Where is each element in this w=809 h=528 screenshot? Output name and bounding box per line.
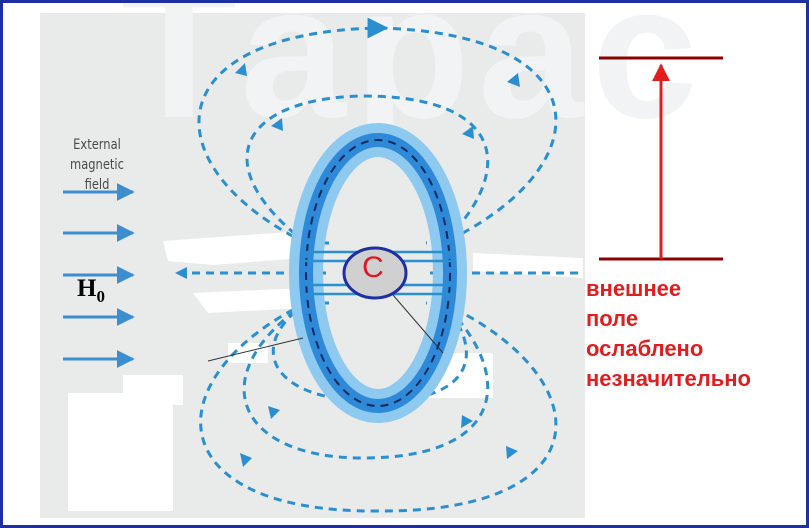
external-field-label-line3: field <box>84 177 110 193</box>
arrowhead-icon <box>507 73 520 87</box>
arrowhead-icon <box>461 415 473 428</box>
russian-note-line2: поле <box>586 306 639 331</box>
russian-note-line1: внешнее <box>586 276 682 301</box>
arrowhead-icon <box>235 63 247 76</box>
h0-subscript: 0 <box>96 287 105 306</box>
arrowhead-icon <box>175 267 187 279</box>
external-field-label-line2: magnetic <box>70 157 124 173</box>
arrowhead-icon <box>240 453 252 467</box>
external-field-label-line1: External <box>73 137 121 153</box>
h0-main: H <box>77 275 97 302</box>
russian-note-line4: незначительно <box>586 366 751 391</box>
field-diagram <box>63 17 723 513</box>
leader-lines <box>207 294 444 362</box>
arrowhead-icon <box>268 406 280 419</box>
h0-label: H0 <box>77 275 105 307</box>
external-field-arrows <box>63 183 135 368</box>
measurement-bracket <box>599 56 723 261</box>
russian-note-line3: ослаблено <box>586 336 704 361</box>
arrowhead-icon <box>506 446 518 459</box>
arrowhead-icon <box>462 126 474 139</box>
field-line-arrowheads <box>175 63 520 467</box>
center-core <box>342 246 408 300</box>
white-patches <box>68 231 583 511</box>
arrowhead-icon <box>271 118 283 131</box>
center-label: C <box>362 251 384 284</box>
